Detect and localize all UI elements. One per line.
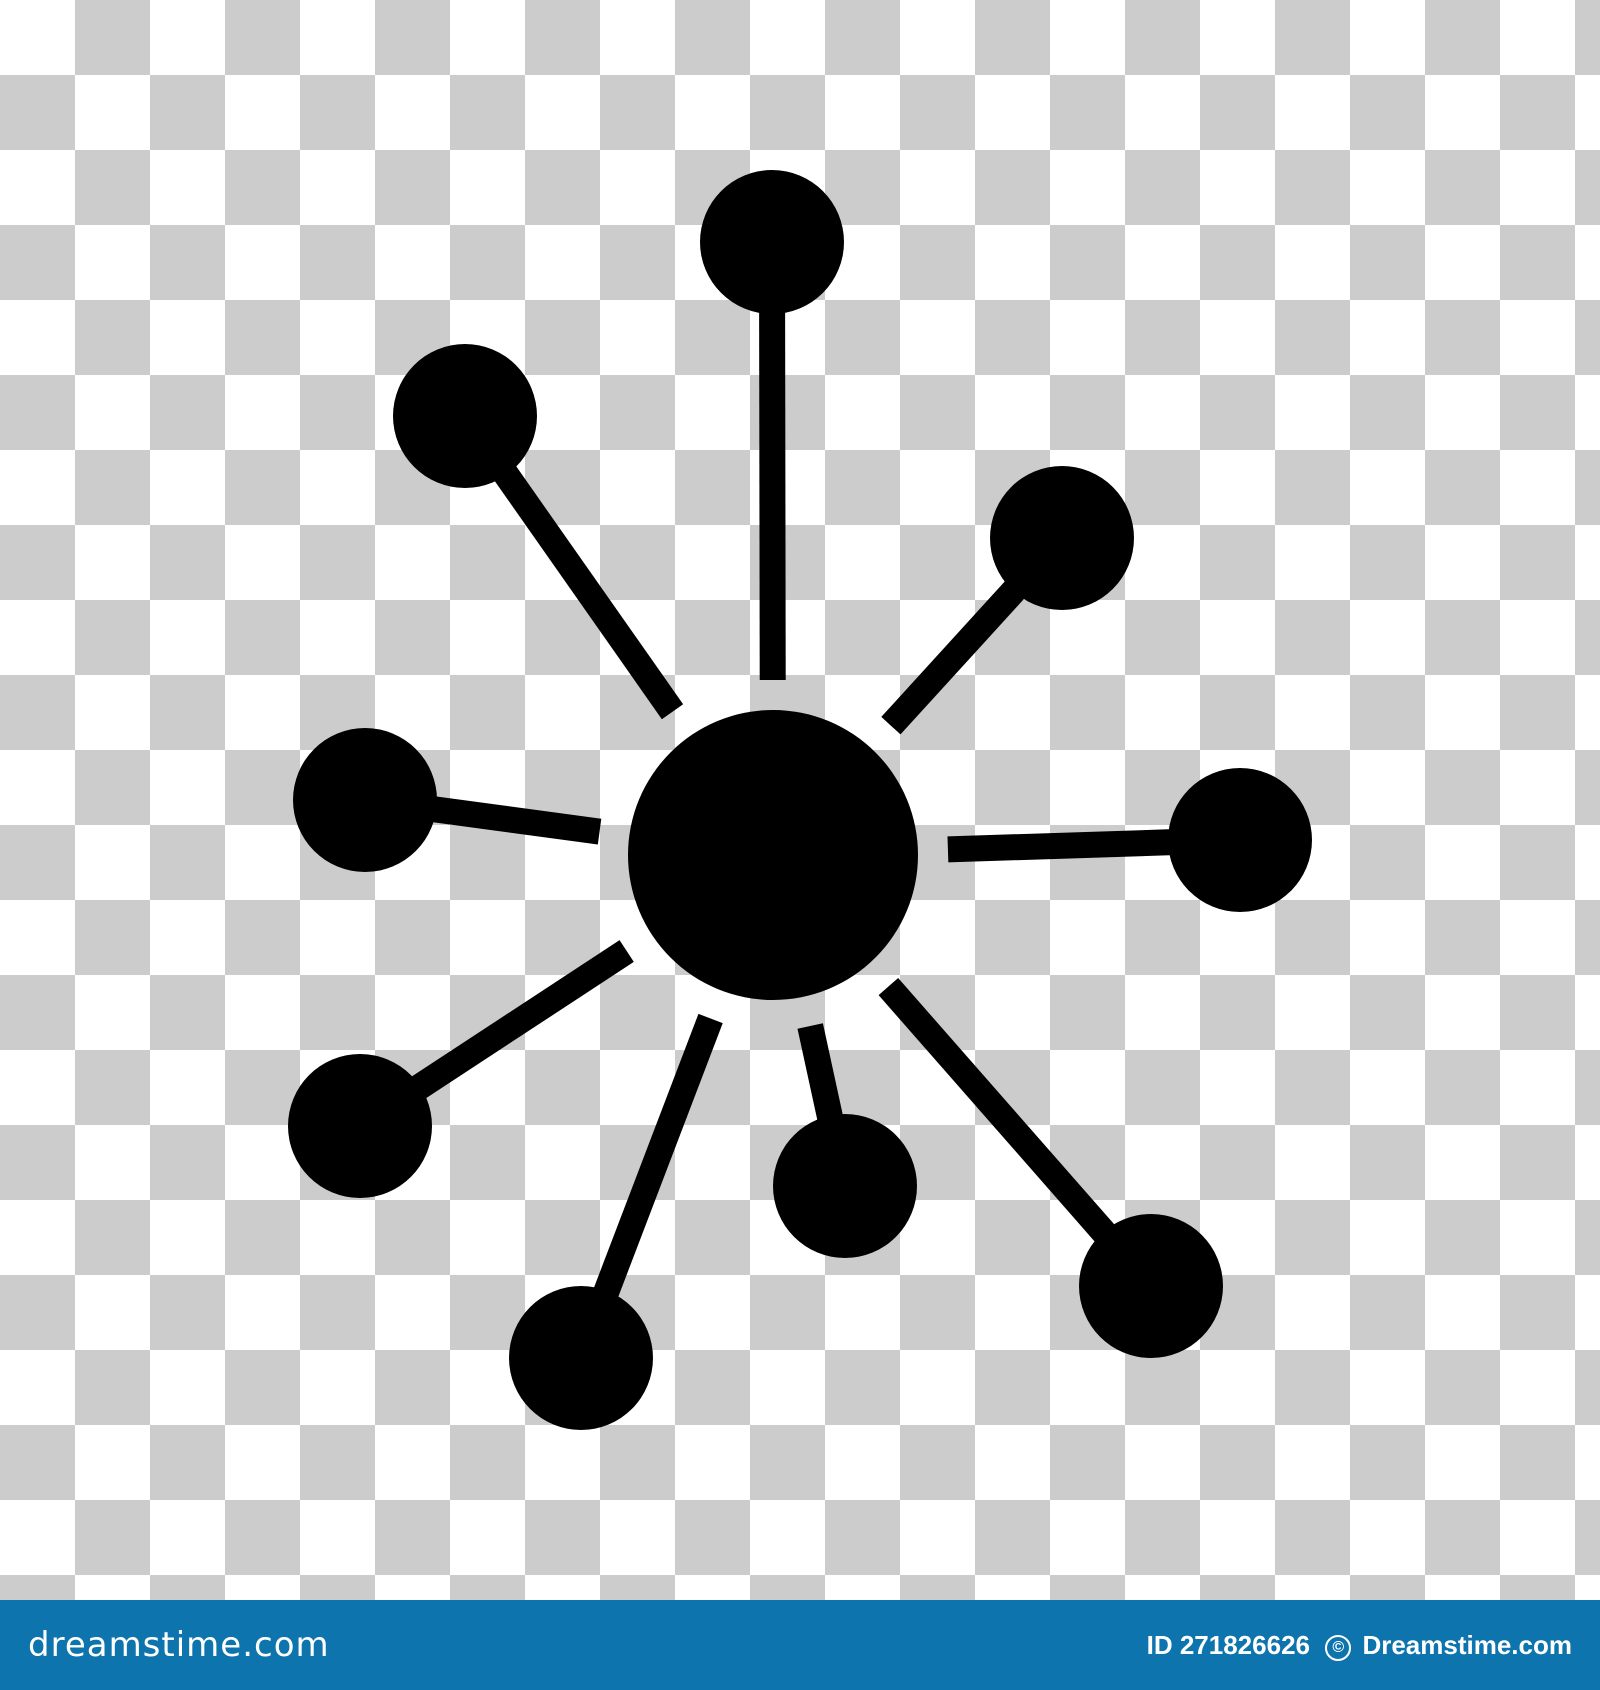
spoke-line-1	[759, 305, 786, 681]
satellite-node-8	[509, 1286, 653, 1430]
satellite-node-2	[393, 344, 537, 488]
spoke-line-5	[947, 829, 1177, 863]
stock-id-credit: ID 271826626 © Dreamstime.com	[1147, 1630, 1572, 1661]
spoke-line-6	[406, 940, 634, 1102]
copyright-icon: ©	[1325, 1634, 1352, 1661]
network-hub-icon	[288, 170, 1312, 1430]
spoke-line-2	[491, 460, 684, 720]
stock-id-number: 271826626	[1179, 1629, 1310, 1660]
satellite-node-6	[288, 1054, 432, 1198]
satellite-node-3	[990, 466, 1134, 610]
stock-credit: Dreamstime.com	[1362, 1629, 1572, 1660]
satellite-node-4	[293, 728, 437, 872]
spoke-line-4	[426, 795, 602, 845]
spoke-line-3	[881, 576, 1029, 735]
hub-node	[628, 710, 918, 1000]
footer-brand: dreamstime.com	[28, 1625, 330, 1665]
satellite-node-1	[700, 170, 844, 314]
spoke-line-7	[797, 1023, 845, 1127]
satellite-node-5	[1168, 768, 1312, 912]
satellite-node-7	[773, 1114, 917, 1258]
stock-id-prefix: ID	[1146, 1629, 1173, 1660]
footer-bar: dreamstime.com ID 271826626 © Dreamstime…	[0, 1600, 1600, 1690]
satellite-node-9	[1079, 1214, 1223, 1358]
spoke-line-9	[878, 977, 1119, 1247]
spoke-line-8	[591, 1013, 723, 1303]
